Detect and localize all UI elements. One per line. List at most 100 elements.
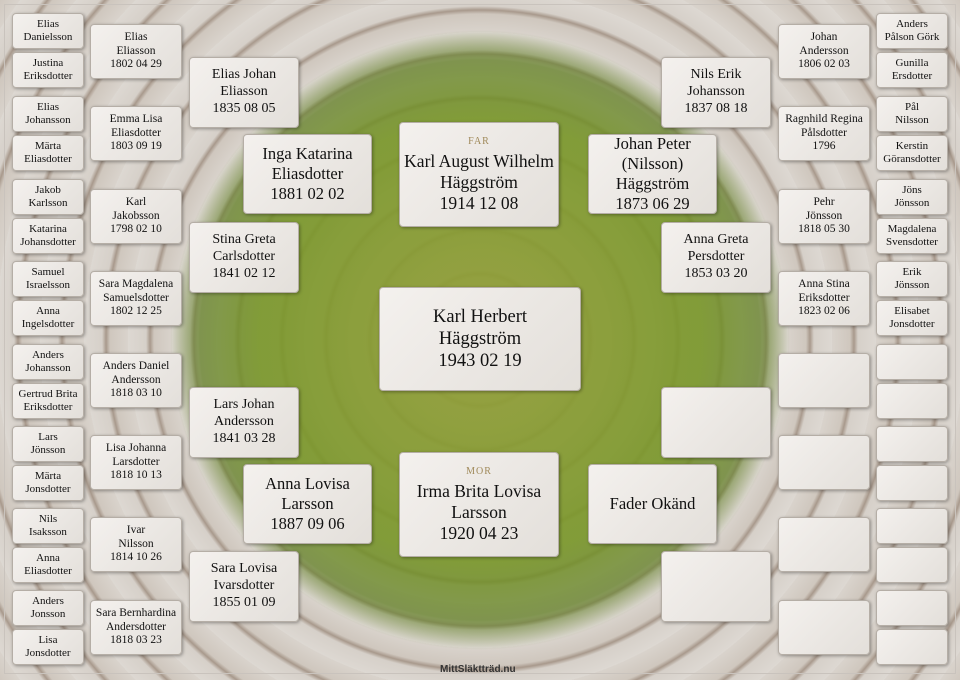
empty-ancestor-box-right-gen3[interactable] [661,387,771,458]
empty-ancestor-box-right-gen4[interactable] [778,353,870,408]
person-name-line: Eliasson [220,84,268,100]
empty-ancestor-box-right-gen5[interactable] [876,383,948,419]
person-name-line: Häggström [438,328,522,349]
empty-ancestor-box-right-gen5[interactable] [876,465,948,501]
person-name-line: Johan Peter [614,134,691,154]
empty-ancestor-box-right-gen5[interactable] [876,590,948,626]
person-name-line: Jönsson [805,209,843,222]
person-name-line: Jakobsson [112,209,160,222]
person-name-line: Danielsson [23,31,73,43]
person-name-line: Carlsdotter [212,249,276,265]
person-name-line: Magdalena [887,222,937,235]
ancestor-box-right-gen2[interactable]: Fader Okänd [588,464,717,544]
empty-ancestor-box-right-gen5[interactable] [876,344,948,380]
empty-ancestor-box-right-gen5[interactable] [876,629,948,665]
person-name-line: Karl Herbert [433,306,527,327]
person-name-line: Johansson [25,362,71,374]
person-name-line: Lars [38,430,58,443]
person-name-line: Andersson [111,373,161,386]
person-name-line: Eriksdotter [798,291,850,304]
empty-ancestor-box-right-gen4[interactable] [778,600,870,655]
person-date: 1841 03 28 [212,430,276,446]
role-label: FAR [468,135,490,147]
person-name-line: Karlsson [28,197,68,209]
person-name-line: Andersson [214,414,274,430]
person-name-line: Karl August Wilhelm [404,150,554,171]
empty-ancestor-box-right-gen3[interactable] [661,551,771,622]
person-name-line: Inga Katarina [262,144,353,164]
person-name-line: Nils [38,512,58,525]
person-date: 1855 01 09 [212,594,276,610]
person-name-line: Irma Brita Lovisa [416,480,542,501]
empty-ancestor-box-right-gen4[interactable] [778,517,870,572]
person-name-line: Emma Lisa [109,112,163,125]
person-name-line: Nilsson [895,114,929,126]
person-date: 1818 10 13 [110,469,162,482]
person-name-line: Kerstin [895,139,929,152]
empty-ancestor-box-right-gen5[interactable] [876,508,948,544]
person-date: 1802 12 25 [110,305,162,318]
person-name-line: Anders [32,594,64,607]
person-name-line: Märta [34,139,62,152]
person-name-line: Elias Johan [211,67,277,83]
person-name-line: Jönsson [894,197,930,209]
person-name-line: Stina Greta [212,232,276,248]
person-name-line: Sara Magdalena [98,277,174,290]
person-name-line: Häggström [615,174,690,193]
person-name-line: Häggström [440,171,518,192]
person-name-line: Eliasdotter [24,153,72,165]
empty-ancestor-box-right-gen5[interactable] [876,426,948,462]
person-name-line: Andersson [799,44,849,57]
empty-ancestor-box-right-gen5[interactable] [876,547,948,583]
empty-ancestor-box-right-gen4[interactable] [778,435,870,490]
